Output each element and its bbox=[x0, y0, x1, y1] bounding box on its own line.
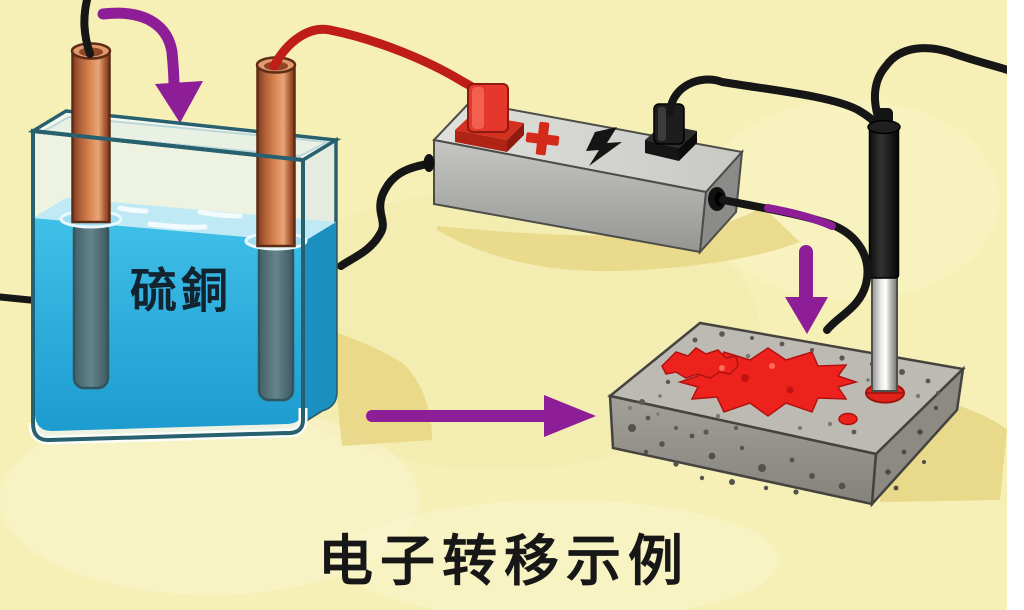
conductive-rod bbox=[865, 125, 905, 404]
stone-side bbox=[870, 365, 965, 508]
electron-flow-arrow-to-stone bbox=[366, 395, 596, 437]
lightning-icon bbox=[586, 127, 622, 166]
positive-terminal bbox=[455, 83, 524, 152]
arrowhead bbox=[544, 395, 596, 437]
page-edge bbox=[1007, 0, 1024, 610]
negative-terminal bbox=[645, 103, 697, 161]
battery-left-jack bbox=[423, 154, 435, 172]
rod-cap bbox=[867, 108, 901, 135]
right-electrode bbox=[255, 56, 297, 248]
wire-battery-to-beaker bbox=[337, 160, 432, 270]
rod-lower-silver bbox=[871, 273, 898, 392]
arrowhead bbox=[155, 81, 203, 123]
copper-deposit bbox=[661, 347, 859, 426]
plus-icon bbox=[525, 121, 560, 156]
wire-rod-to-right-edge bbox=[870, 44, 1018, 132]
caption: 电子转移示例 bbox=[317, 531, 690, 592]
left-electrode bbox=[70, 42, 112, 224]
wire-purple-sheen bbox=[764, 204, 836, 230]
beaker bbox=[27, 42, 342, 445]
wire-left-electrode bbox=[80, 0, 94, 58]
electron-flow-arrow-into-beaker bbox=[97, 7, 203, 123]
left-electrode-submerged bbox=[72, 218, 110, 390]
electron-flow-arrow-down bbox=[785, 245, 828, 334]
deposit-droplet bbox=[838, 412, 858, 426]
battery-right-jack bbox=[708, 187, 726, 211]
solution-label: 硫銅 bbox=[130, 266, 232, 318]
arrowhead bbox=[785, 297, 828, 334]
right-electrode-submerged bbox=[257, 240, 295, 402]
liquid-side bbox=[303, 222, 336, 422]
wire-negative-to-rod bbox=[666, 75, 884, 134]
rod-upper-black bbox=[868, 125, 900, 279]
